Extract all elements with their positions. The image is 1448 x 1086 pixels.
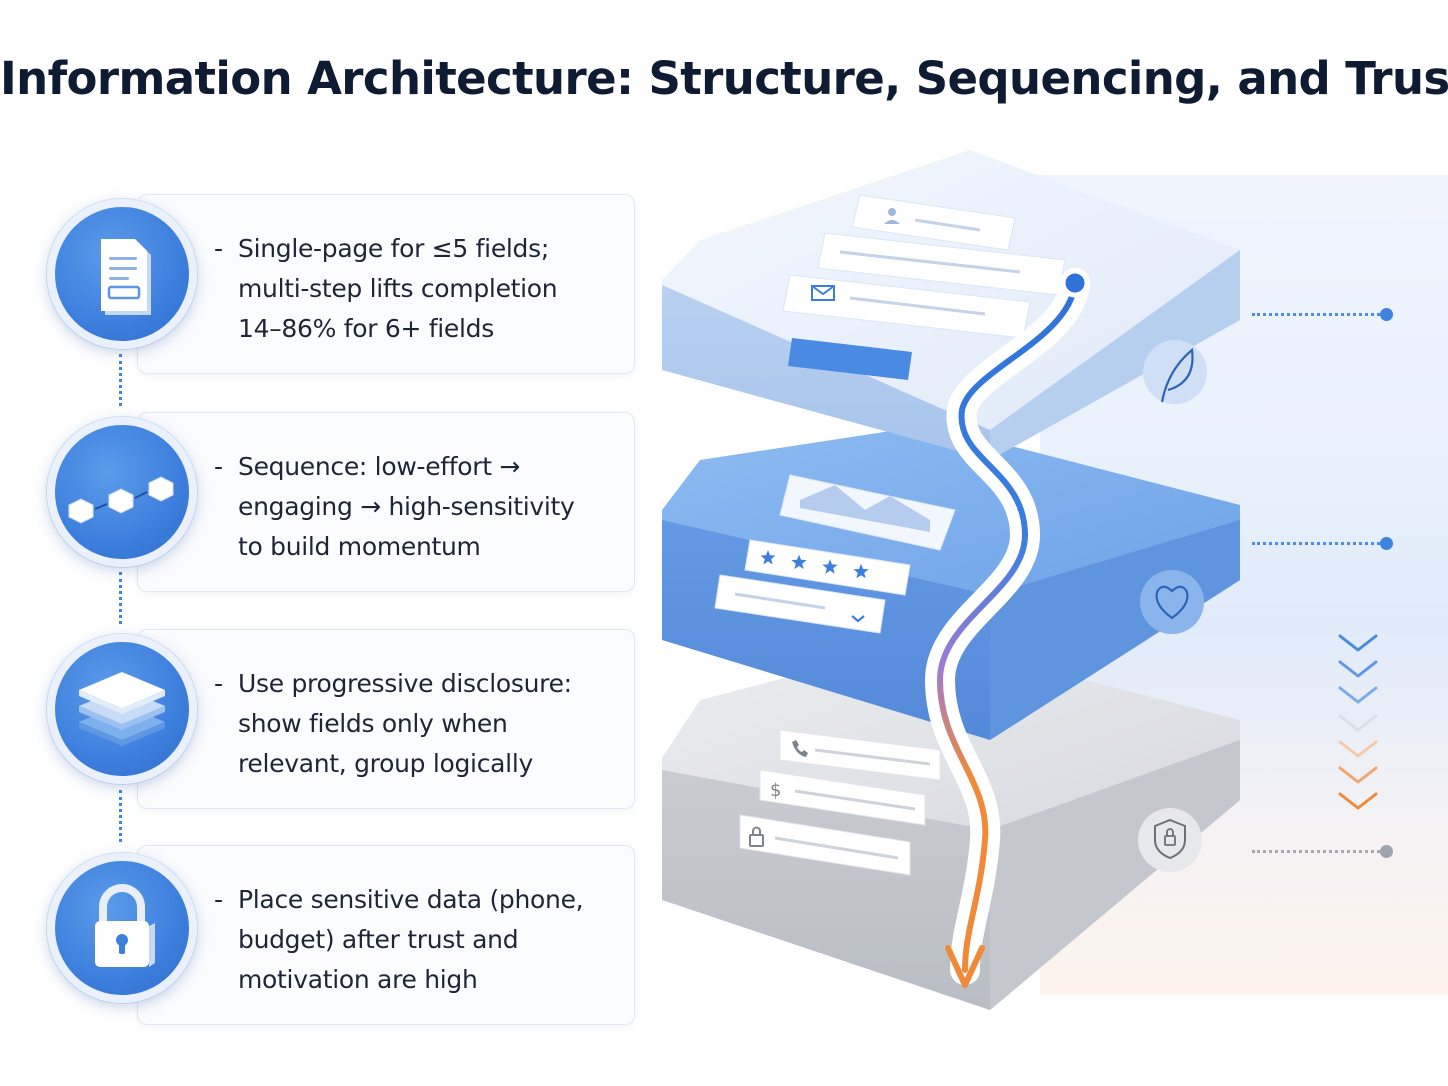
- pointer-end-dot: [1380, 308, 1393, 321]
- bullet-dash: -: [214, 669, 223, 698]
- card-line: Place sensitive data (phone,: [238, 885, 584, 914]
- card-line: Sequence: low-effort →: [238, 452, 521, 481]
- info-card-single-page: - Single-page for ≤5 fields; multi-step …: [137, 194, 635, 374]
- phone-field-mock: [779, 729, 941, 781]
- star-icon: [791, 554, 807, 570]
- info-card-sensitive-data: - Place sensitive data (phone, budget) a…: [137, 845, 635, 1025]
- pointer-dots: [1252, 850, 1380, 853]
- shield-lock-icon: [1138, 808, 1202, 872]
- star-rating-mock: [744, 539, 911, 596]
- card-line: budget) after trust and: [238, 925, 519, 954]
- layer-low-effort: [662, 150, 1240, 460]
- down-chevrons-icon: [1338, 634, 1378, 810]
- pointer-dots: [1252, 313, 1380, 316]
- layer-high-sensitivity: $: [662, 640, 1240, 1010]
- card-text: - Sequence: low-effort → engaging → high…: [214, 447, 608, 567]
- card-line: engaging → high-sensitivity: [238, 492, 575, 521]
- image-card-mock: [779, 474, 956, 551]
- connector-dots: [119, 790, 122, 842]
- card-line: to build momentum: [238, 532, 481, 561]
- envelope-icon: [811, 285, 835, 301]
- card-text: - Single-page for ≤5 fields; multi-step …: [214, 229, 608, 349]
- connector-dots: [119, 572, 122, 624]
- heart-icon: [1140, 570, 1204, 634]
- flow-arrowhead-icon: [945, 945, 985, 988]
- user-icon: [888, 208, 896, 216]
- phone-icon: [792, 740, 808, 757]
- pointer-dots: [1252, 542, 1380, 545]
- password-field-mock: [739, 814, 911, 876]
- star-icon: [822, 559, 838, 574]
- info-card-progressive-disclosure: - Use progressive disclosure: show field…: [137, 629, 635, 809]
- pointer-end-dot: [1380, 537, 1393, 550]
- card-line: 14–86% for 6+ fields: [238, 314, 494, 343]
- card-line: relevant, group logically: [238, 749, 533, 778]
- chevron-down-icon: [851, 615, 865, 623]
- document-form-icon: [47, 199, 197, 349]
- sequence-blocks-icon: [47, 417, 197, 567]
- star-icon: [853, 563, 869, 579]
- submit-button-mock: [788, 338, 912, 380]
- card-line: Use progressive disclosure:: [238, 669, 572, 698]
- leaf-icon: [1143, 340, 1207, 404]
- connector-dots: [119, 354, 122, 406]
- flow-start-dot: [1060, 268, 1090, 298]
- bullet-dash: -: [214, 885, 223, 914]
- padlock-icon: [47, 853, 197, 1003]
- dropdown-mock: [714, 574, 886, 634]
- card-line: Single-page for ≤5 fields;: [238, 234, 549, 263]
- card-line: show fields only when: [238, 709, 508, 738]
- layers-icon: [47, 634, 197, 784]
- bullet-dash: -: [214, 452, 223, 481]
- star-icon: [760, 550, 776, 565]
- flow-path: [924, 268, 1090, 988]
- lock-icon: [749, 834, 764, 847]
- card-text: - Place sensitive data (phone, budget) a…: [214, 880, 608, 1000]
- layer-engaging: [662, 425, 1240, 740]
- card-line: multi-step lifts completion: [238, 274, 558, 303]
- dollar-icon: $: [770, 780, 781, 801]
- page-title: Information Architecture: Structure, Seq…: [0, 52, 1448, 105]
- bullet-dash: -: [214, 234, 223, 263]
- card-text: - Use progressive disclosure: show field…: [214, 664, 608, 784]
- info-card-sequence: - Sequence: low-effort → engaging → high…: [137, 412, 635, 592]
- card-line: motivation are high: [238, 965, 478, 994]
- pointer-end-dot: [1380, 845, 1393, 858]
- budget-field-mock: $: [759, 769, 926, 826]
- funnel-stack: $: [662, 150, 1240, 1010]
- name-field-mock: [851, 194, 1016, 251]
- image-icon: [800, 485, 930, 532]
